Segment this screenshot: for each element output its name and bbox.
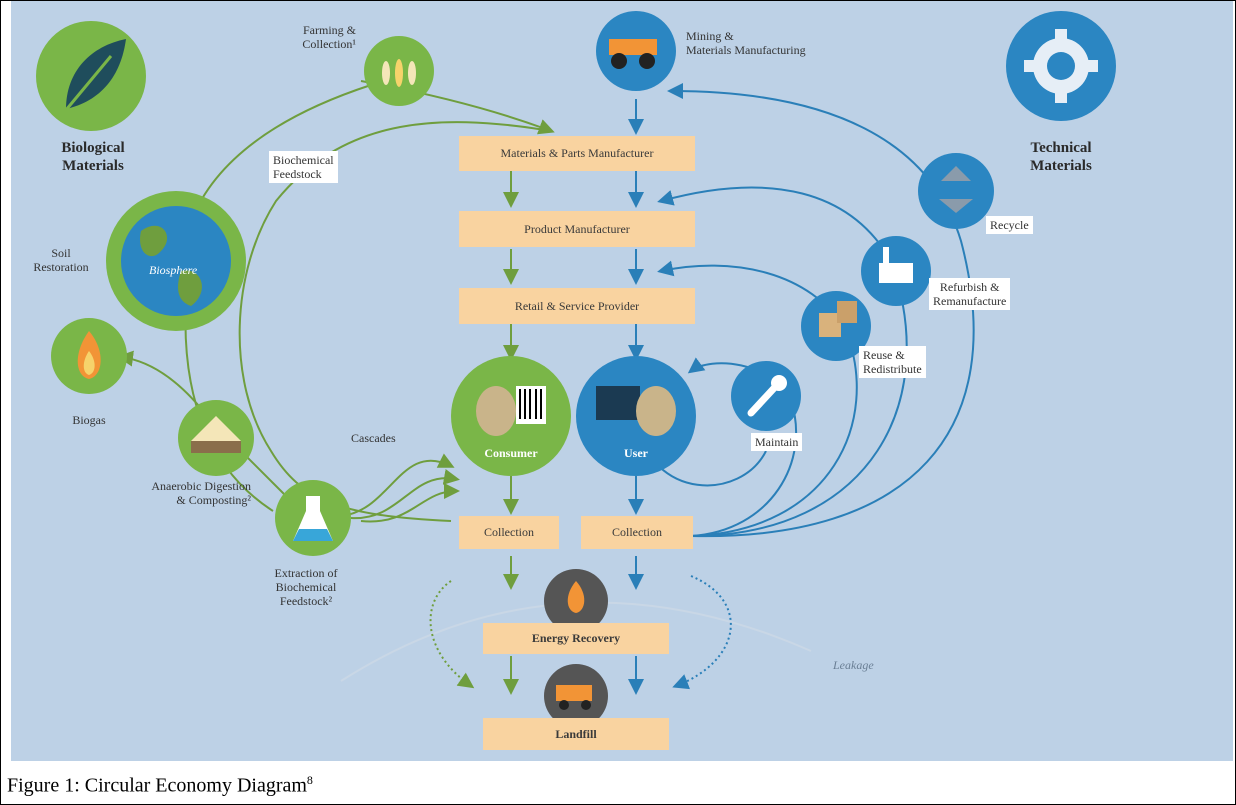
anaerobic-line2: & Composting² <box>176 493 251 507</box>
materials-parts-manufacturer-box: Materials & Parts Manufacturer <box>459 136 695 171</box>
anaerobic-line1: Anaerobic Digestion <box>151 479 251 493</box>
mining-truck-icon <box>596 11 676 91</box>
maintain-label: Maintain <box>751 433 803 451</box>
biosphere-icon <box>106 191 246 331</box>
refurbish-line2: Remanufacture <box>933 294 1007 308</box>
collection-left-box: Collection <box>459 516 559 549</box>
gear-icon <box>1006 11 1116 121</box>
consumer-icon <box>451 356 571 476</box>
cascades-label: Cascades <box>351 431 396 445</box>
biochem-line2: Feedstock <box>273 167 322 181</box>
soil-line1: Soil <box>51 246 71 260</box>
circular-economy-diagram: Biological Materials Technical Materials… <box>11 1 1233 761</box>
recycle-label: Recycle <box>986 216 1033 234</box>
energy-recovery-box: Energy Recovery <box>483 623 669 654</box>
energy-flame-icon <box>544 569 608 633</box>
compost-icon <box>178 400 254 476</box>
biochem-line1: Biochemical <box>273 153 334 167</box>
technical-title-line2: Materials <box>1030 158 1092 174</box>
flame-icon <box>51 318 127 394</box>
mining-line2: Materials Manufacturing <box>686 43 806 57</box>
farming-label: Farming & Collection¹ <box>266 23 356 51</box>
caption-footnote: 8 <box>306 773 313 787</box>
reuse-line2: Redistribute <box>863 362 922 376</box>
soil-line2: Restoration <box>33 260 89 274</box>
leakage-label: Leakage <box>833 658 874 672</box>
extraction-label: Extraction of Biochemical Feedstock² <box>261 566 351 608</box>
caption-text: Figure 1: Circular Economy Diagram <box>7 774 307 797</box>
landfill-box: Landfill <box>483 718 669 750</box>
farming-icon <box>364 36 434 106</box>
technical-materials-title: Technical Materials <box>1001 139 1121 175</box>
wrench-icon <box>731 361 801 431</box>
extraction-line2: Biochemical <box>275 580 337 594</box>
recycle-icon <box>918 153 994 229</box>
biological-title-line2: Materials <box>62 158 124 174</box>
reuse-line1: Reuse & <box>863 348 905 362</box>
diagram-graphics <box>36 11 1116 728</box>
consumer-label: Consumer <box>484 446 538 460</box>
flask-icon <box>275 480 351 556</box>
extraction-line1: Extraction of <box>274 566 338 580</box>
extraction-line3: Feedstock² <box>279 594 333 608</box>
user-icon <box>576 356 696 476</box>
biogas-label: Biogas <box>72 413 106 427</box>
reuse-label: Reuse & Redistribute <box>859 346 926 378</box>
farming-line2: Collection¹ <box>302 37 356 51</box>
user-label: User <box>624 446 648 460</box>
factory-icon <box>861 236 931 306</box>
figure-caption: Figure 1: Circular Economy Diagram8 <box>7 773 313 798</box>
anaerobic-label: Anaerobic Digestion & Composting² <box>111 479 251 507</box>
biosphere-label: Biosphere <box>149 263 198 277</box>
refurbish-label: Refurbish & Remanufacture <box>929 278 1011 310</box>
product-manufacturer-box: Product Manufacturer <box>459 211 695 247</box>
mining-label: Mining & Materials Manufacturing <box>686 29 806 57</box>
soil-restoration-label: Soil Restoration <box>21 246 101 274</box>
technical-title-line1: Technical <box>1030 140 1092 156</box>
retail-service-provider-box: Retail & Service Provider <box>459 288 695 324</box>
biological-materials-title: Biological Materials <box>33 139 153 175</box>
collection-right-box: Collection <box>581 516 693 549</box>
mining-line1: Mining & <box>686 29 734 43</box>
dump-truck-icon <box>544 664 608 728</box>
biochemical-feedstock-label: Biochemical Feedstock <box>269 151 338 183</box>
refurbish-line1: Refurbish & <box>939 280 1000 294</box>
farming-line1: Farming & <box>303 23 356 37</box>
boxes-icon <box>801 291 871 361</box>
leaf-icon <box>36 21 146 131</box>
biological-title-line1: Biological <box>61 140 125 156</box>
